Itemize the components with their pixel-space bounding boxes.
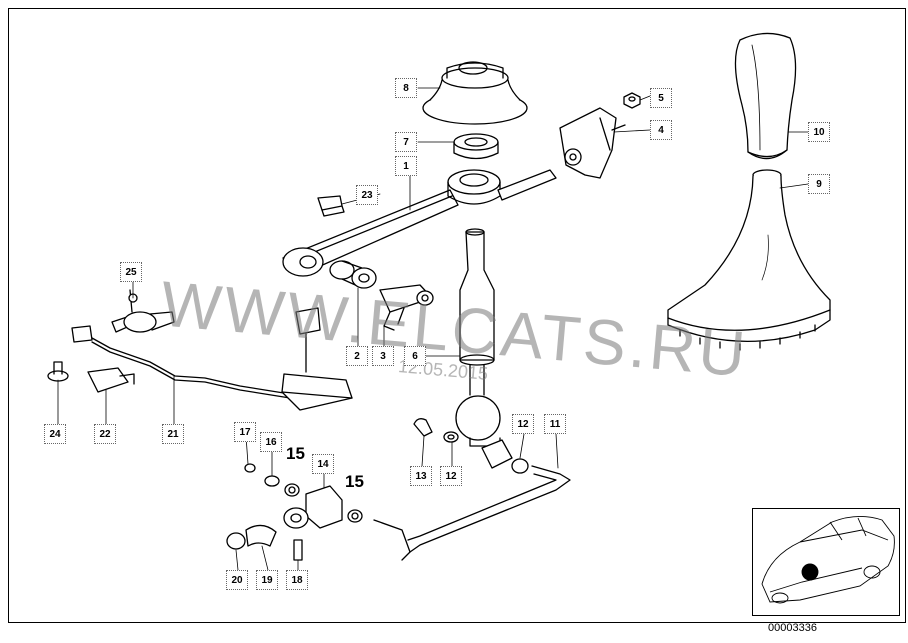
connector-plug	[87, 367, 135, 393]
hex-nut	[623, 92, 641, 109]
label-15-left: 15	[286, 444, 305, 463]
callout-12a: 12	[512, 414, 534, 434]
small-clip	[317, 195, 345, 217]
diagram-frame	[8, 8, 906, 623]
selector-arm	[282, 169, 557, 277]
washer	[443, 431, 459, 443]
bracket	[559, 107, 626, 179]
callout-7: 7	[395, 132, 417, 152]
callout-18: 18	[286, 570, 308, 590]
callout-19: 19	[256, 570, 278, 590]
shift-lever	[455, 228, 501, 447]
callout-4: 4	[650, 120, 672, 140]
car-locator-inset	[752, 508, 900, 616]
gear-boot	[667, 169, 831, 351]
callout-23: 23	[356, 185, 378, 205]
label-15-right: 15	[345, 472, 364, 491]
callout-2: 2	[346, 346, 368, 366]
callout-11: 11	[544, 414, 566, 434]
rubber-mount	[422, 61, 528, 125]
spring-clip	[413, 418, 433, 437]
callout-9: 9	[808, 174, 830, 194]
clip-holder	[379, 284, 434, 331]
joint-assembly	[226, 463, 363, 561]
callout-24: 24	[44, 424, 66, 444]
callout-3: 3	[372, 346, 394, 366]
callout-8: 8	[395, 78, 417, 98]
wiring-cable	[71, 325, 321, 401]
callout-5: 5	[650, 88, 672, 108]
callout-12b: 12	[440, 466, 462, 486]
callout-16: 16	[260, 432, 282, 452]
lever-holder	[281, 307, 353, 411]
callout-17: 17	[234, 422, 256, 442]
callout-22: 22	[94, 424, 116, 444]
bushing-ring	[453, 133, 499, 160]
callout-20: 20	[226, 570, 248, 590]
sleeve-bushing	[329, 260, 377, 289]
callout-1: 1	[395, 156, 417, 176]
callout-6: 6	[404, 346, 426, 366]
callout-25: 25	[120, 262, 142, 282]
grommet	[47, 361, 69, 382]
callout-10: 10	[808, 122, 830, 142]
shift-knob	[734, 32, 797, 160]
callout-14: 14	[312, 454, 334, 474]
reverse-switch	[111, 289, 175, 333]
callout-13: 13	[410, 466, 432, 486]
leader-lines	[57, 87, 809, 571]
callout-21: 21	[162, 424, 184, 444]
shift-rod	[373, 439, 571, 561]
drawing-number: 00003336	[768, 622, 817, 634]
